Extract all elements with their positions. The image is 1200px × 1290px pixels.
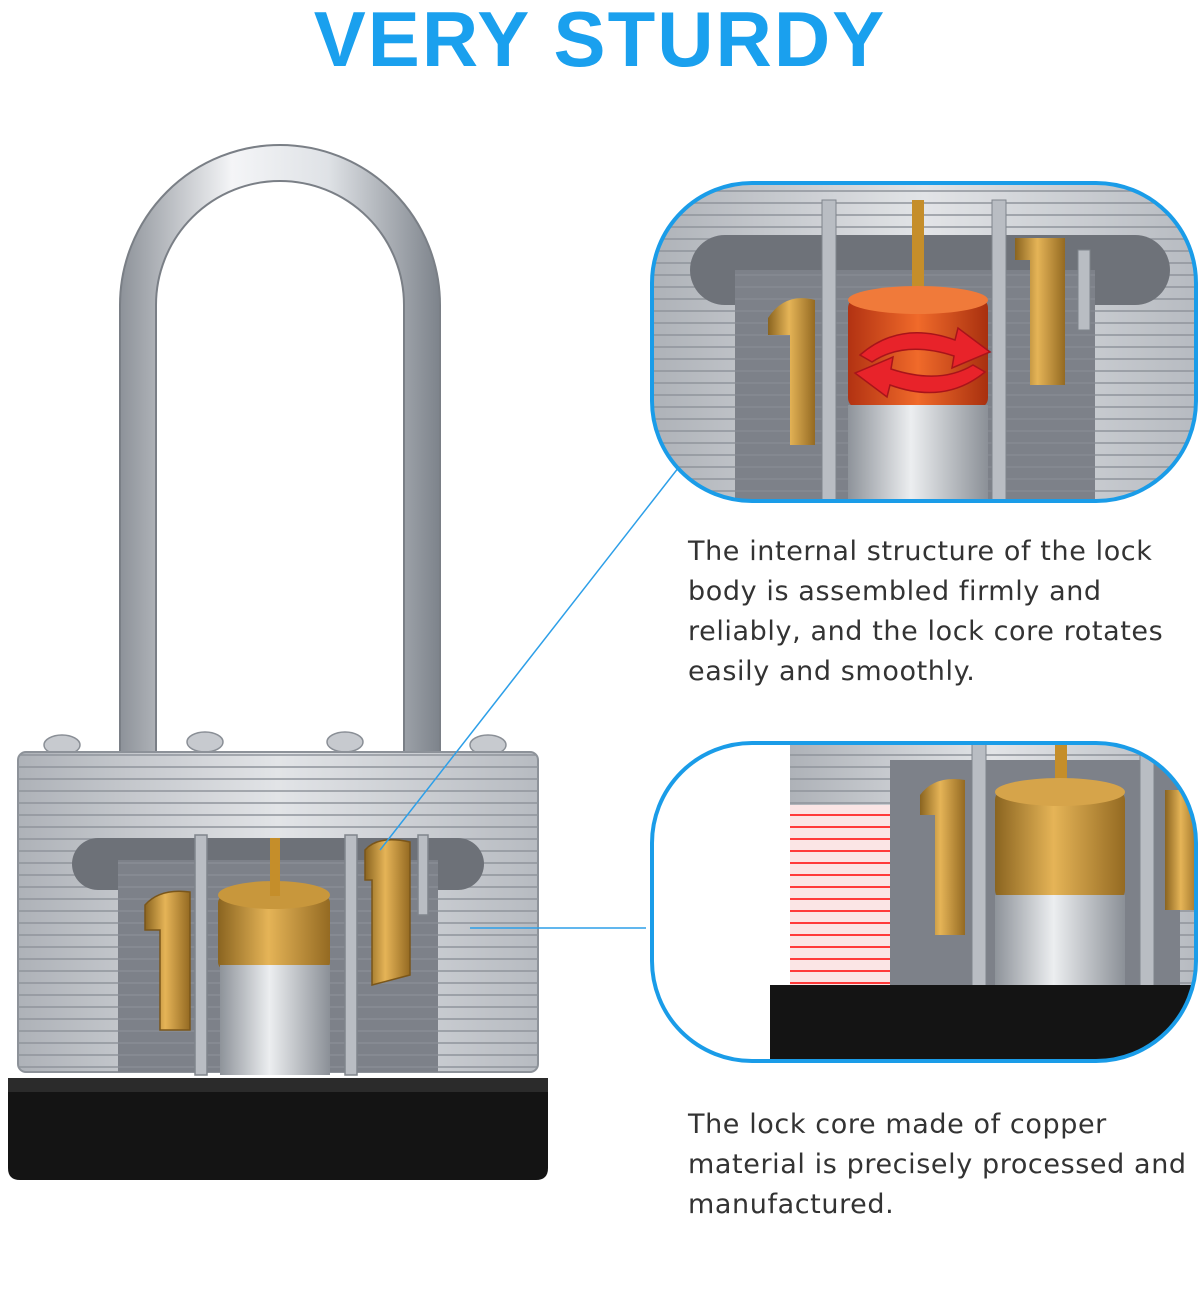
shackle [119,144,441,761]
lock-cylinder [220,965,330,1075]
pins [194,834,429,1076]
lock-core [218,895,330,970]
connector-lines [379,457,687,929]
zoom-bubble-core [650,741,1198,1063]
left-latch [144,890,191,1031]
padlock [8,144,548,1180]
caption-structure: The internal structure of the lock body … [688,536,1164,687]
rotate-arrows-icon [853,326,992,399]
caption-core: The lock core made of copper material is… [688,1109,1187,1220]
rubber-base [8,1080,548,1180]
zoom-bubble-rotation [650,181,1198,503]
headline: VERY STURDY [313,0,887,83]
right-latch [364,839,411,986]
